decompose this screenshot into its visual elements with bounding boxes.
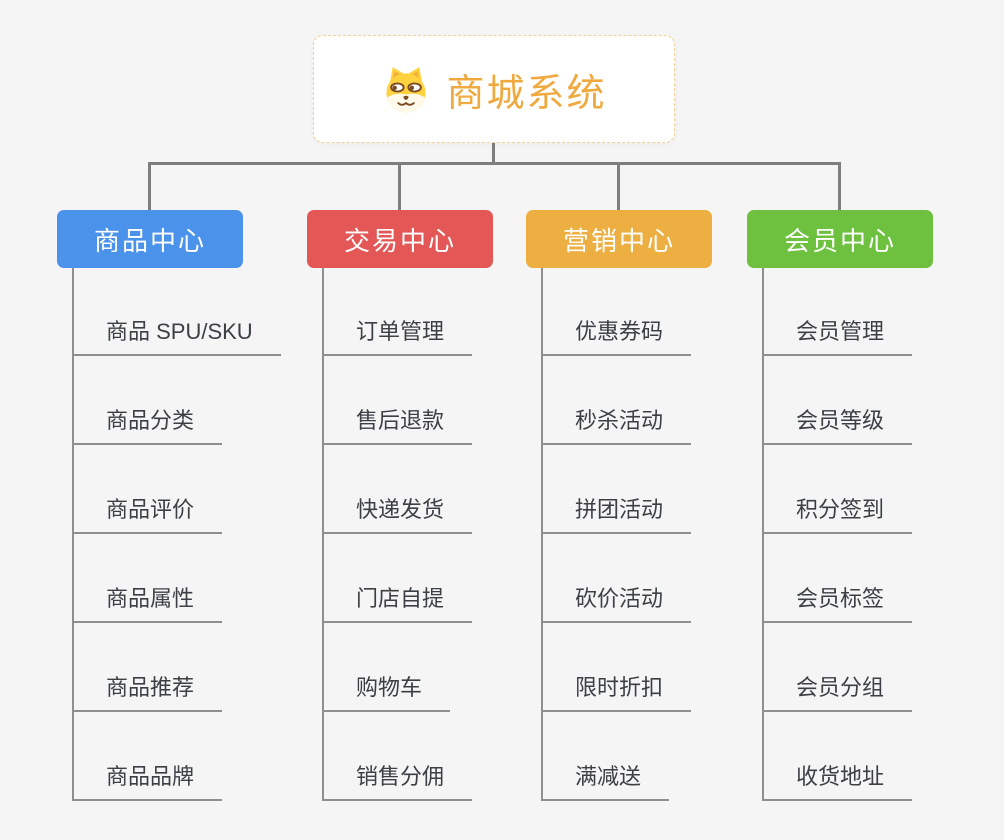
leaf-item[interactable]: 购物车 [322, 674, 451, 712]
branch-spine [72, 268, 74, 801]
leaf-item[interactable]: 收货地址 [762, 763, 913, 801]
leaf-item[interactable]: 积分签到 [762, 496, 913, 534]
leaf-item[interactable]: 会员标签 [762, 585, 913, 623]
branch-spine [322, 268, 324, 801]
connector-drop [148, 162, 151, 210]
connector-horizontal-bar [148, 162, 841, 165]
leaf-item[interactable]: 会员管理 [762, 318, 913, 356]
leaf-item[interactable]: 商品品牌 [72, 763, 223, 801]
leaf-item[interactable]: 商品推荐 [72, 674, 223, 712]
root-node[interactable]: 商城系统 [313, 35, 675, 143]
leaf-item[interactable]: 限时折扣 [541, 674, 692, 712]
leaf-item[interactable]: 快递发货 [322, 496, 473, 534]
leaf-item[interactable]: 门店自提 [322, 585, 473, 623]
leaf-item[interactable]: 满减送 [541, 763, 670, 801]
leaf-item[interactable]: 会员等级 [762, 407, 913, 445]
leaf-item[interactable]: 拼团活动 [541, 496, 692, 534]
branch-node-marketing-center[interactable]: 营销中心 [526, 210, 712, 268]
leaf-item[interactable]: 优惠券码 [541, 318, 692, 356]
root-title: 商城系统 [446, 72, 607, 115]
branch-node-trade-center[interactable]: 交易中心 [307, 210, 493, 268]
connector-drop [398, 162, 401, 210]
leaf-item[interactable]: 商品评价 [72, 496, 223, 534]
leaf-item[interactable]: 销售分佣 [322, 763, 473, 801]
leaf-item[interactable]: 秒杀活动 [541, 407, 692, 445]
leaf-item[interactable]: 商品 SPU/SKU [72, 318, 281, 356]
branch-spine [762, 268, 764, 801]
leaf-item[interactable]: 商品分类 [72, 407, 223, 445]
leaf-item[interactable]: 砍价活动 [541, 585, 692, 623]
connector-root-stem [492, 143, 495, 163]
leaf-item[interactable]: 会员分组 [762, 674, 913, 712]
leaf-item[interactable]: 售后退款 [322, 407, 473, 445]
branch-node-product-center[interactable]: 商品中心 [57, 210, 243, 268]
connector-drop [838, 162, 841, 210]
leaf-item[interactable]: 订单管理 [322, 318, 473, 356]
branch-spine [541, 268, 543, 801]
branch-node-member-center[interactable]: 会员中心 [747, 210, 933, 268]
dog-face-icon [386, 67, 427, 113]
leaf-item[interactable]: 商品属性 [72, 585, 223, 623]
connector-drop [617, 162, 620, 210]
